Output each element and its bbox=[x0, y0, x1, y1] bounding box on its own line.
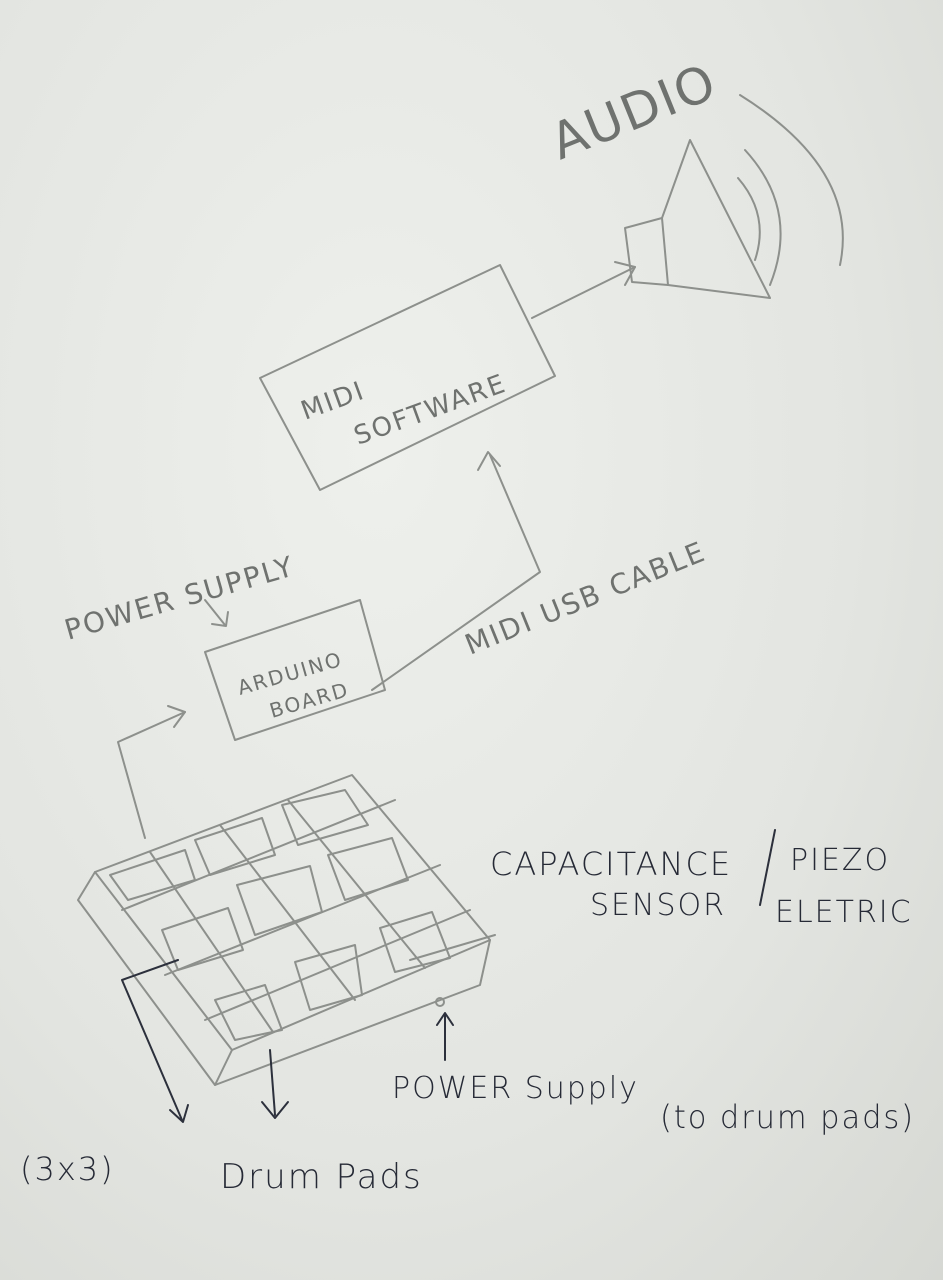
drum-pad bbox=[161, 907, 244, 971]
sensor-piezo-line2: ELETRIC bbox=[775, 895, 913, 930]
drum-pads-label: Drum Pads bbox=[220, 1157, 423, 1197]
sensor-capacitance-line1: CAPACITANCE bbox=[490, 845, 732, 883]
power-supply-pads-label: POWER Supply bbox=[392, 1071, 639, 1106]
audio-label: AUDIO bbox=[543, 52, 726, 171]
drum-pad bbox=[109, 849, 196, 901]
separator-slash bbox=[759, 829, 776, 906]
midi-software-box: MIDI SOFTWARE bbox=[259, 264, 556, 491]
power-supply-pads-note: (to drum pads) bbox=[660, 1098, 915, 1136]
drum-pad bbox=[294, 944, 363, 1011]
arrow-power-to-pads bbox=[436, 1012, 454, 1061]
arrow-power-to-board bbox=[204, 599, 229, 627]
drum-pad bbox=[379, 911, 451, 973]
midi-usb-cable-line bbox=[371, 451, 541, 691]
sensor-capacitance-line2: SENSOR bbox=[590, 888, 726, 923]
drum-pad bbox=[327, 837, 409, 901]
drum-pad bbox=[214, 984, 283, 1041]
drum-pad-device bbox=[77, 774, 496, 1086]
speaker-icon bbox=[624, 94, 844, 299]
arrows-to-drum-pads-label bbox=[121, 959, 289, 1123]
drum-pad bbox=[236, 865, 323, 936]
arrow-software-to-audio bbox=[531, 261, 636, 319]
sensor-piezo-line1: PIEZO bbox=[790, 843, 890, 878]
arrow-pads-to-board bbox=[117, 705, 186, 839]
drum-pads-size: (3x3) bbox=[20, 1150, 115, 1188]
midi-usb-cable-label: MIDI USB CABLE bbox=[460, 535, 710, 662]
drum-pad bbox=[194, 817, 276, 876]
arduino-board-box: ARDUINO BOARD bbox=[204, 599, 386, 741]
midi-software-line1: MIDI bbox=[297, 376, 369, 427]
drum-pad bbox=[281, 789, 369, 846]
